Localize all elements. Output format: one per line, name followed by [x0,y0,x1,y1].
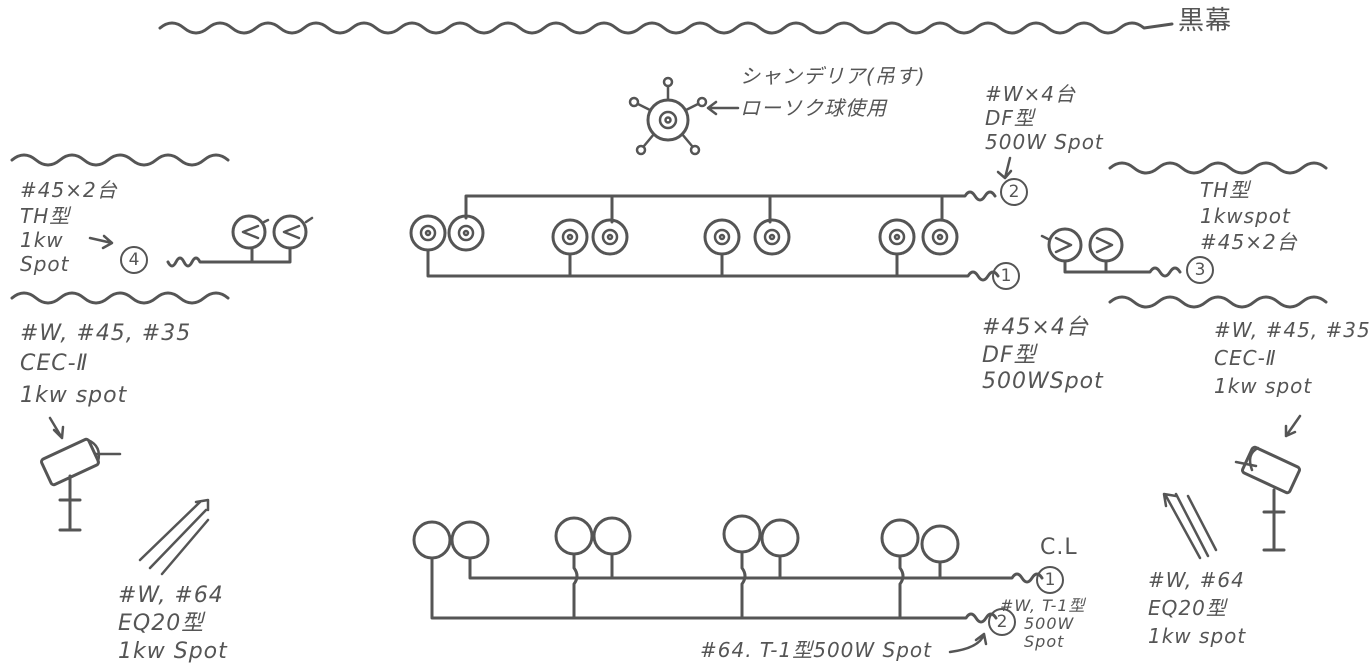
sr-upper-spec-3: #45×2台 [1200,230,1298,254]
backdrop-label: 黒幕 [1178,6,1233,36]
df-lamp-icon [878,218,916,256]
sr-stand-cec-lamp [1234,414,1302,552]
sl-stand-cec-lamp [40,416,122,532]
sl-floor-eq-beam [138,498,210,576]
sr-mid-masking [1108,295,1328,309]
df-lamp-icon [591,218,629,256]
df-lamp-icon [703,218,741,256]
upstage-c2-spec-2: DF型 [985,106,1035,130]
chandelier-label-line2: ローソク球使用 [740,96,887,120]
sr-upper-spec-1: TH型 [1200,178,1251,202]
backdrop-curtain [158,21,1174,35]
sr-floor-spec-1: #W, #64 [1148,568,1245,592]
downstage-c1-spec-1: #W, T-1型 [1000,596,1086,615]
upstage-circuit1-pipe [426,248,1000,282]
df-lamp-icon [551,218,589,256]
df-lamp-icon [409,214,447,252]
sl-upper-spec-4: Spot [20,252,70,276]
sl-floor-spec-2: EQ20型 [118,611,205,636]
sl-stand-spec-3: 1kw spot [20,383,128,408]
sl-floor-spec-1: #W, #64 [118,583,224,608]
upstage-df-lamps [409,214,959,256]
upstage-c1-spec-3: 500WSpot [982,369,1104,394]
sr-upper-masking [1108,161,1328,175]
sl-upper-spec-2: TH型 [20,204,71,228]
sl-upper-number: 4 [120,246,148,274]
sl-upper-masking [10,153,230,167]
sr-stand-spec-3: 1kw spot [1214,374,1313,398]
upstage-circuit2-pipe [464,190,997,224]
sr-floor-spec-3: 1kw spot [1148,624,1247,648]
sr-upper-spec-2: 1kwspot [1200,204,1291,228]
sr-upper-number: 3 [1186,256,1214,284]
sl-upper-arrow [88,234,114,250]
upstage-c2-spec-3: 500W Spot [985,130,1104,154]
df-lamp-icon [753,218,791,256]
df-lamp-icon [447,214,485,252]
upstage-c1-spec-1: #45×4台 [982,315,1089,340]
sr-upper-th-lamps [1040,227,1182,278]
sr-floor-spec-2: EQ20型 [1148,596,1227,620]
downstage-lamps [412,514,960,564]
upstage-c2-spec-1: #W×4台 [985,82,1077,106]
upstage-circuit2-number: 2 [1000,178,1028,206]
sl-upper-spec-1: #45×2台 [20,178,118,202]
upstage-c1-spec-2: DF型 [982,343,1037,368]
df-lamp-icon [921,218,959,256]
chandelier-label-line1: シャンデリア(吊す) [740,64,926,88]
downstage-c2-spec: #64. T-1型500W Spot [700,638,933,662]
downstage-c1-spec-3: Spot [1024,632,1065,651]
sl-upper-spec-3: 1kw [20,228,64,252]
downstage-c1-spec-2: 500W [1024,614,1075,633]
sl-upper-th-lamps [166,214,314,268]
sl-stand-spec-1: #W, #45, #35 [20,321,192,346]
sl-stand-spec-2: CEC-Ⅱ [20,351,89,376]
sl-mid-masking [10,291,230,305]
upstage-spec-arrow [996,156,1013,180]
downstage-circuit2-pipe [430,550,998,624]
downstage-circuit2-number: 2 [988,608,1016,636]
chandelier-icon [628,76,708,156]
downstage-batten [412,514,1044,654]
sr-stand-spec-2: CEC-Ⅱ [1214,346,1277,370]
downstage-circuit1-number: 1 [1036,566,1064,594]
downstage-circuit1-pipe [468,552,1044,584]
sl-floor-spec-3: 1kw Spot [118,639,228,664]
sr-floor-eq-beam [1162,492,1218,560]
upstage-circuit1-number: 1 [992,262,1020,290]
sr-stand-spec-1: #W, #45, #35 [1214,318,1371,342]
center-line-label: C.L [1040,535,1078,560]
chandelier-arrow [706,100,740,116]
